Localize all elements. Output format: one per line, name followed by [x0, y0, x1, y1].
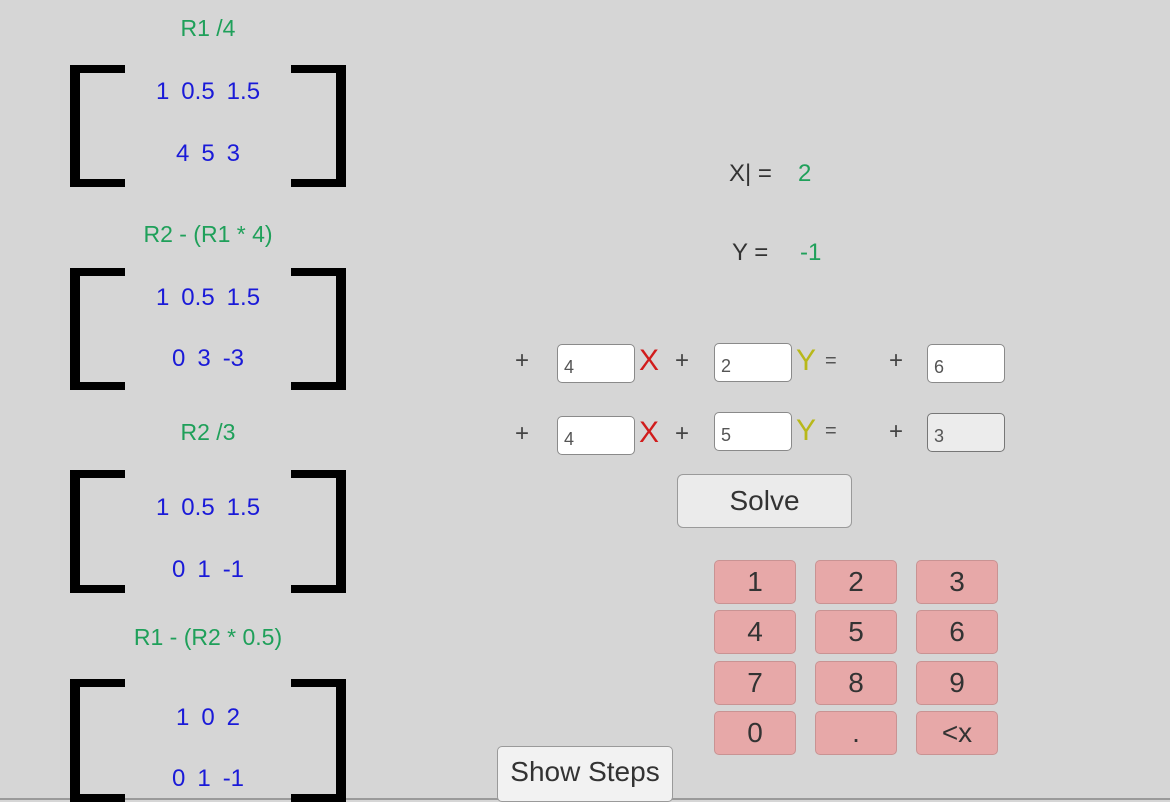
- keypad-key-1[interactable]: 1: [714, 560, 796, 604]
- step-title: R1 - (R2 * 0.5): [133, 624, 283, 650]
- matrix-cell: 1: [155, 494, 170, 521]
- equals-sign: =: [825, 350, 837, 372]
- keypad-key-9[interactable]: 9: [916, 661, 998, 705]
- matrix-cell: 0: [171, 556, 186, 583]
- plus-sign: +: [515, 420, 530, 447]
- eq2-constant-input[interactable]: [927, 413, 1005, 452]
- matrix-cell: -1: [222, 765, 245, 792]
- matrix-cell: 0.5: [181, 284, 215, 311]
- left-bracket: [70, 679, 125, 802]
- solve-button[interactable]: Solve: [677, 474, 852, 528]
- matrix-cell: 1.5: [226, 284, 261, 311]
- matrix-cell: 0: [171, 345, 186, 372]
- keypad-key-5[interactable]: 5: [815, 610, 897, 654]
- x-result-label: X| =: [729, 160, 772, 187]
- keypad-key-6[interactable]: 6: [916, 610, 998, 654]
- variable-x-label: X: [639, 344, 660, 377]
- keypad-key-3[interactable]: 3: [916, 560, 998, 604]
- matrix-cell: -1: [222, 556, 245, 583]
- eq1-x-coefficient-input[interactable]: [557, 344, 635, 383]
- keypad-key-decimal[interactable]: .: [815, 711, 897, 755]
- matrix-cell: 1: [175, 704, 190, 731]
- eq2-x-coefficient-input[interactable]: [557, 416, 635, 455]
- matrix-cell: 0.5: [181, 78, 215, 105]
- plus-sign: +: [515, 347, 530, 374]
- left-bracket: [70, 470, 125, 593]
- eq1-y-coefficient-input[interactable]: [714, 343, 792, 382]
- matrix-cell: 0: [201, 704, 215, 731]
- matrix-cell: 1.5: [226, 78, 261, 105]
- matrix-cell: 1: [197, 765, 211, 792]
- right-bracket: [291, 65, 346, 187]
- matrix-cell: 0: [171, 765, 186, 792]
- variable-x-label: X: [639, 416, 660, 449]
- matrix-cell: 1.5: [226, 494, 261, 521]
- keypad-key-2[interactable]: 2: [815, 560, 897, 604]
- matrix-cell: 2: [226, 704, 241, 731]
- eq2-y-coefficient-input[interactable]: [714, 412, 792, 451]
- plus-sign: +: [675, 420, 690, 447]
- matrix-cell: 1: [155, 284, 170, 311]
- right-bracket: [291, 470, 346, 593]
- matrix-row: 1 0.5 1.5: [70, 78, 346, 106]
- matrix-cell: 1: [155, 78, 170, 105]
- keypad-key-7[interactable]: 7: [714, 661, 796, 705]
- variable-y-label: Y: [796, 344, 817, 377]
- matrix-cell: 4: [175, 140, 190, 167]
- plus-sign: +: [675, 347, 690, 374]
- step-title: R1 /4: [180, 15, 236, 41]
- left-bracket: [70, 65, 125, 187]
- right-bracket: [291, 679, 346, 802]
- step-title: R2 /3: [180, 419, 236, 445]
- matrix-cell: -3: [222, 345, 245, 372]
- keypad-key-4[interactable]: 4: [714, 610, 796, 654]
- step-title: R2 - (R1 * 4): [143, 221, 273, 247]
- keypad-key-8[interactable]: 8: [815, 661, 897, 705]
- plus-sign: +: [889, 347, 904, 374]
- matrix-cell: 3: [226, 140, 241, 167]
- matrix-row: 1 0.5 1.5: [70, 494, 346, 522]
- plus-sign: +: [889, 418, 904, 445]
- y-result-label: Y =: [732, 239, 769, 266]
- matrix-cell: 3: [197, 345, 211, 372]
- variable-y-label: Y: [796, 414, 817, 447]
- keypad-key-0[interactable]: 0: [714, 711, 796, 755]
- matrix-cell: 5: [201, 140, 215, 167]
- right-bracket: [291, 268, 346, 390]
- left-bracket: [70, 268, 125, 390]
- matrix-cell: 1: [197, 556, 211, 583]
- y-result-value: -1: [800, 239, 822, 266]
- x-result-value: 2: [798, 160, 812, 187]
- equals-sign: =: [825, 420, 837, 442]
- matrix-cell: 0.5: [181, 494, 215, 521]
- matrix-row: 1 0.5 1.5: [70, 284, 346, 312]
- keypad-backspace-button[interactable]: <x: [916, 711, 998, 755]
- show-steps-button[interactable]: Show Steps: [497, 746, 673, 802]
- eq1-constant-input[interactable]: [927, 344, 1005, 383]
